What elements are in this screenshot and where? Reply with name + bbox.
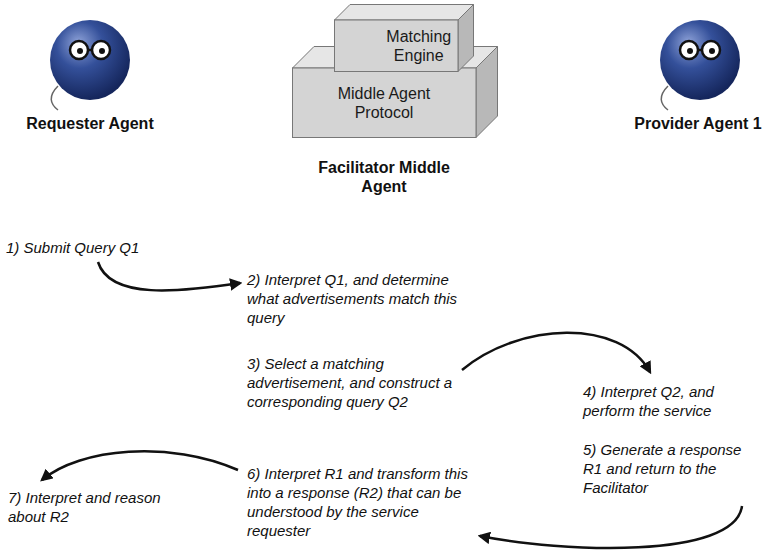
- step-arrow: [480, 506, 742, 548]
- agent-icon: [50, 20, 130, 110]
- agent-icon: [660, 20, 740, 110]
- agent-node: Requester Agent: [22, 18, 158, 137]
- layer-name: Matching Engine: [364, 27, 474, 65]
- step-text: 3) Select a matching advertisement, and …: [247, 354, 479, 411]
- agent-name: Requester Agent: [26, 114, 153, 133]
- box-side: [458, 5, 474, 72]
- step-text: 6) Interpret R1 and transform this into …: [247, 464, 483, 540]
- layer-name: Middle Agent Protocol: [324, 84, 444, 122]
- step-text: 2) Interpret Q1, and determine what adve…: [247, 270, 479, 327]
- step-arrow: [462, 333, 650, 372]
- box-side: [476, 47, 498, 138]
- step-text: 7) Interpret and reason about R2: [8, 488, 186, 526]
- step-text: 5) Generate a response R1 and return to …: [583, 440, 763, 497]
- agent-node: Provider Agent 1: [630, 18, 766, 137]
- step-arrow: [42, 451, 238, 480]
- component-heading: Facilitator Middle Agent: [309, 158, 459, 196]
- box-top: [335, 5, 474, 21]
- layer-box: Matching Engine: [334, 4, 474, 72]
- step-text: 4) Interpret Q2, and perform the service: [583, 382, 763, 420]
- step-arrow: [98, 262, 240, 290]
- box-front: [293, 68, 477, 138]
- step-text: 1) Submit Query Q1: [6, 238, 206, 257]
- agent-name: Provider Agent 1: [634, 114, 761, 133]
